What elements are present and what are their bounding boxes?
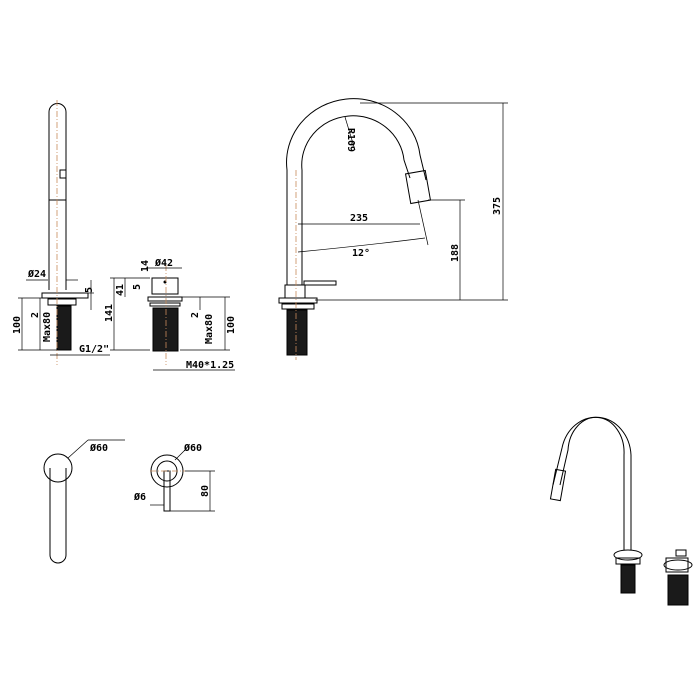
label-lever-plate: 5: [132, 284, 143, 290]
lever-side-view: [110, 265, 235, 371]
faucet-isometric-view: [549, 416, 693, 606]
label-lever-total: 141: [104, 304, 115, 322]
label-total-height: 375: [492, 197, 503, 215]
label-radius: R109: [345, 128, 356, 152]
spout-side-view: [18, 100, 110, 365]
label-lever-max: Max80: [204, 314, 215, 344]
label-lever-diameter: Ø42: [154, 257, 173, 269]
label-spout-height: 100: [12, 316, 23, 334]
faucet-front-view: [278, 98, 508, 360]
label-spout-plate: 5: [84, 287, 95, 293]
label-lever-top: 14: [140, 260, 151, 272]
label-top-lever-diameter: Ø60: [183, 442, 202, 454]
label-spout-gap: 2: [30, 312, 41, 318]
label-spout-thread: G1/2": [79, 344, 109, 355]
label-spout-max: Max80: [42, 312, 53, 342]
label-handle-length: 80: [200, 485, 211, 497]
label-lever-body: 41: [115, 284, 126, 296]
label-lever-height: 100: [226, 316, 237, 334]
label-top-spout-diameter: Ø60: [89, 442, 108, 454]
label-spout-height-188: 188: [450, 244, 461, 262]
label-lever-thread: M40*1.25: [186, 360, 234, 371]
label-angle: 12°: [352, 248, 370, 259]
label-spout-diameter: Ø24: [27, 268, 46, 280]
label-handle-diameter: Ø6: [133, 491, 146, 503]
spout-top-view: [43, 439, 125, 564]
label-lever-gap: 2: [190, 312, 201, 318]
lever-top-view: [150, 449, 215, 512]
label-reach: 235: [350, 213, 368, 224]
